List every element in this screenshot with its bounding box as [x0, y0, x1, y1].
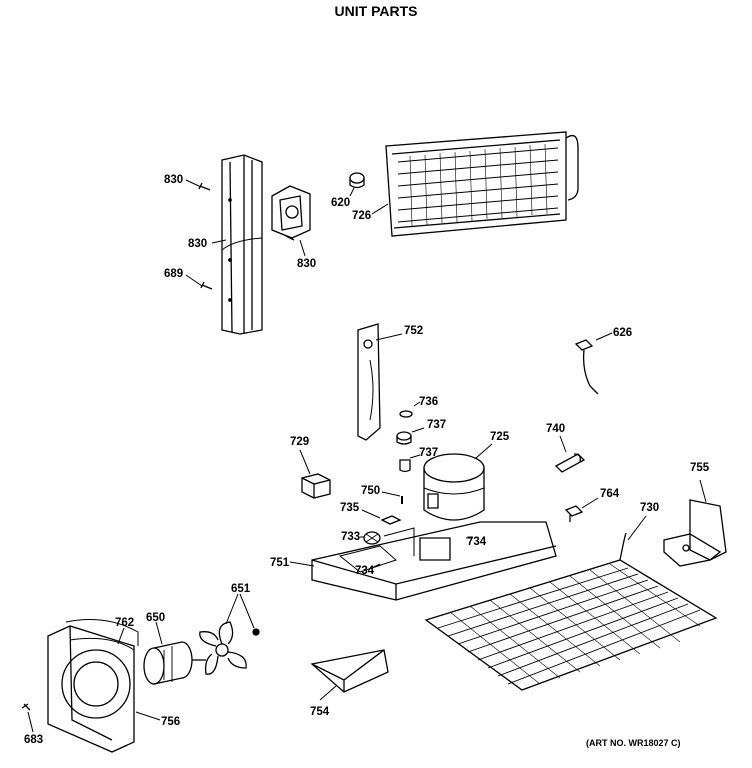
- part-label-650: 650: [146, 612, 166, 624]
- power-cord-part: [576, 340, 598, 394]
- part-label-752: 752: [404, 325, 424, 337]
- mounting-strip-part: [358, 324, 380, 440]
- part-label-689: 689: [164, 268, 184, 280]
- clip-part: [556, 454, 584, 522]
- compressor-part: [424, 454, 484, 520]
- part-label-734: 734: [355, 565, 375, 577]
- grommet-part: [397, 411, 412, 472]
- drain-trough-part: [312, 650, 388, 692]
- part-label-730: 730: [640, 502, 660, 514]
- part-label-755: 755: [690, 462, 710, 474]
- part-label-620: 620: [331, 197, 351, 209]
- part-label-830: 830: [164, 174, 184, 186]
- part-label-726: 726: [352, 210, 372, 222]
- part-label-737: 737: [419, 447, 439, 459]
- coil-grid-part: [426, 534, 716, 690]
- part-label-740: 740: [546, 423, 566, 435]
- bracket-part: [272, 186, 310, 240]
- part-label-751: 751: [270, 557, 290, 569]
- part-label-733: 733: [341, 531, 361, 543]
- part-label-626: 626: [613, 327, 633, 339]
- part-label-754: 754: [310, 706, 330, 718]
- part-label-756: 756: [161, 716, 181, 728]
- part-label-830: 830: [297, 258, 317, 270]
- fan-blade-part: [200, 622, 259, 674]
- screw-part: [22, 704, 30, 710]
- part-label-735: 735: [340, 502, 360, 514]
- overload-part: [364, 532, 380, 544]
- condenser-coil-part: [386, 132, 578, 236]
- fan-motor-part: [144, 642, 206, 684]
- screw-part: [199, 183, 212, 289]
- vertical-channel-part: [222, 155, 262, 334]
- compressor-base-part: [312, 522, 556, 600]
- part-label-729: 729: [290, 436, 310, 448]
- part-label-737: 737: [427, 419, 447, 431]
- page-title: UNIT PARTS: [334, 3, 418, 19]
- relay-part: [302, 474, 330, 498]
- part-label-762: 762: [115, 617, 135, 629]
- angle-bracket-part: [664, 500, 726, 566]
- art-number: (ART NO. WR18027 C): [586, 738, 681, 748]
- part-label-830: 830: [188, 238, 208, 250]
- part-label-736: 736: [419, 396, 439, 408]
- part-label-734: 734: [467, 536, 487, 548]
- part-label-651: 651: [231, 583, 251, 595]
- part-label-764: 764: [600, 488, 620, 500]
- clip-part: [382, 516, 400, 524]
- part-label-725: 725: [490, 431, 510, 443]
- part-label-683: 683: [24, 734, 44, 746]
- knob-part: [350, 173, 364, 188]
- fan-shroud-part: [48, 620, 138, 752]
- part-label-750: 750: [361, 485, 381, 497]
